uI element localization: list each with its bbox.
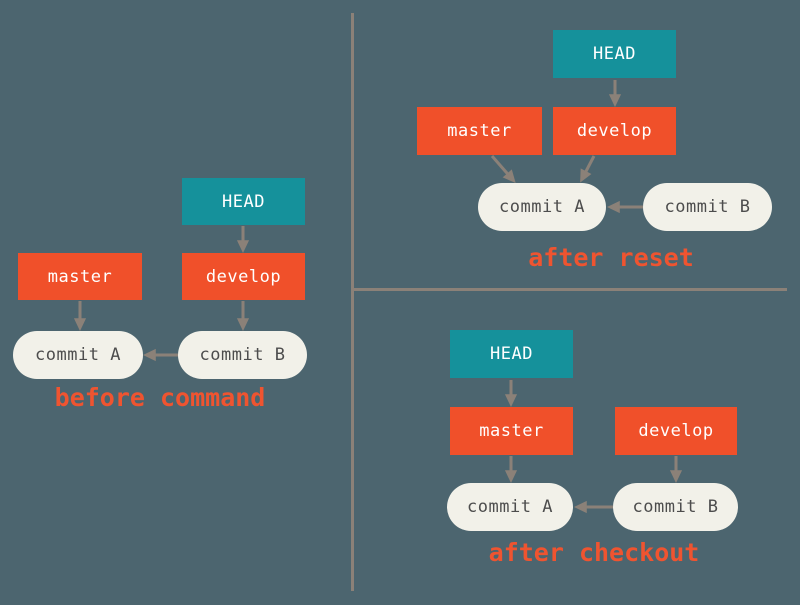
- arrow-master-to-commit-a: [490, 155, 516, 184]
- develop-branch-box: develop: [182, 253, 305, 300]
- vertical-divider: [351, 13, 354, 591]
- arrow-develop-to-commit-a: [580, 155, 596, 183]
- commit-a-node: commit A: [13, 331, 143, 379]
- head-box: HEAD: [182, 178, 305, 225]
- master-branch-box: master: [450, 407, 573, 455]
- commit-b-node: commit B: [643, 183, 772, 231]
- master-branch-box: master: [417, 107, 542, 155]
- panel-caption: before command: [54, 383, 266, 412]
- develop-branch-box: develop: [553, 107, 676, 155]
- commit-b-node: commit B: [613, 483, 738, 531]
- panel-caption: after checkout: [488, 538, 700, 567]
- develop-branch-box: develop: [615, 407, 737, 455]
- commit-b-node: commit B: [178, 331, 307, 379]
- horizontal-divider: [351, 288, 787, 291]
- master-branch-box: master: [18, 253, 142, 300]
- head-box: HEAD: [450, 330, 573, 378]
- commit-a-node: commit A: [478, 183, 606, 231]
- head-box: HEAD: [553, 30, 676, 78]
- commit-a-node: commit A: [447, 483, 573, 531]
- panel-caption: after reset: [528, 243, 694, 272]
